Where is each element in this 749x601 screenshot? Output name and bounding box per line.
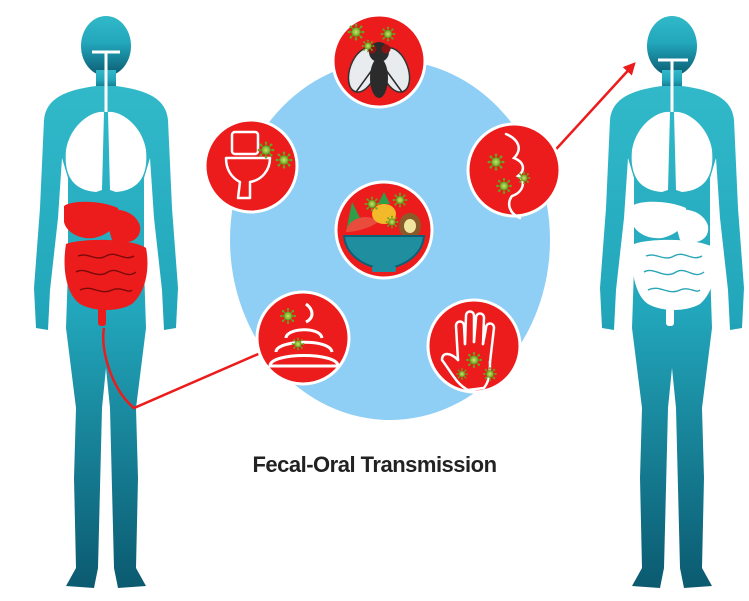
feces-node: [257, 292, 349, 384]
hand-node: [428, 300, 520, 392]
infected-person-figure: [34, 16, 178, 588]
toilet-node: [205, 120, 297, 212]
diagram-caption: Fecal-Oral Transmission: [0, 452, 749, 478]
housefly-node: [333, 15, 425, 107]
mouth-node: [468, 124, 560, 218]
food-bowl-node: [336, 182, 432, 278]
healthy-person-figure: [600, 16, 744, 588]
